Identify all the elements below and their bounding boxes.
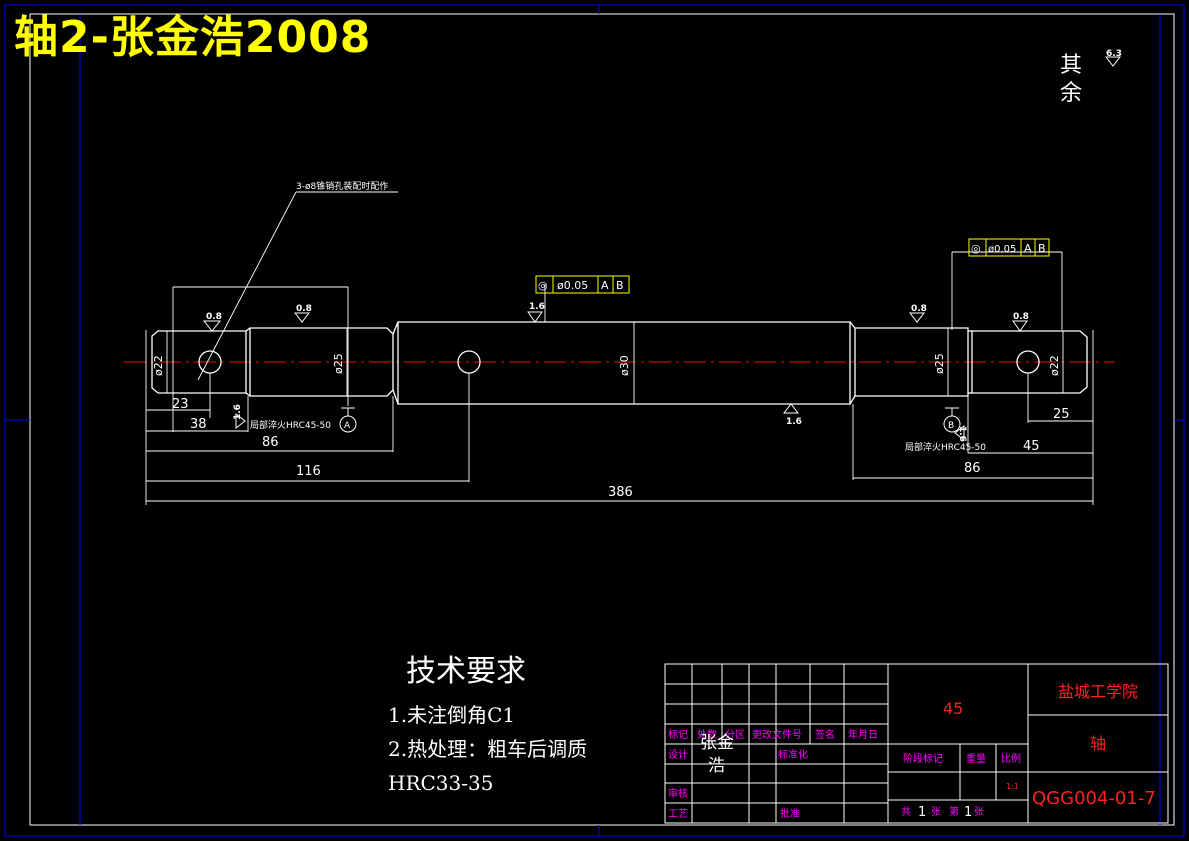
roughness-value-1: 0.8	[206, 312, 222, 322]
tb-label-approve: 批准	[780, 807, 800, 820]
tb-label-mark: 标记	[668, 729, 688, 741]
tb-label-signature: 签名	[815, 728, 835, 741]
hardening-note-left: 局部淬火HRC45-50	[250, 419, 331, 431]
tb-designer-line-2: 浩	[708, 756, 725, 776]
outer-frame	[4, 4, 1185, 837]
tb-scale-value: 1:1	[1006, 782, 1019, 791]
tb-sheets-unit: 张	[931, 806, 941, 818]
roughness-symbols	[202, 56, 1122, 442]
tb-sheets-current-prefix: 第	[949, 805, 959, 818]
dimension-45: 45	[1023, 439, 1040, 454]
technical-requirements-heading: 技术要求	[406, 654, 526, 689]
tb-label-date: 年月日	[848, 728, 878, 741]
tb-label-change-doc: 更改文件号	[752, 728, 802, 741]
tb-designer-line-1: 张金	[700, 733, 734, 753]
tb-sheets-total: 1	[918, 805, 926, 820]
dimension-116: 116	[296, 464, 321, 479]
requirement-item-3: HRC33-35	[388, 771, 494, 795]
dimension-25: 25	[1053, 407, 1070, 422]
drawing-title: 轴2-张金浩2008	[14, 12, 372, 63]
datum-a-circle	[339, 415, 357, 433]
roughness-value-5: 0.8	[1013, 312, 1029, 322]
diameter-label-3: ø30	[618, 355, 631, 376]
roughness-value-6: 1.6	[786, 417, 802, 427]
tb-sheets-current-unit: 张	[974, 806, 984, 818]
datum-symbols	[339, 407, 961, 433]
dimension-lines	[145, 191, 1094, 505]
tb-label-weight: 重量	[966, 752, 986, 765]
tolerance-right-symbol: ◎	[971, 242, 981, 255]
roughness-value-2: 0.8	[296, 304, 312, 314]
roughness-value-4: 0.8	[911, 304, 927, 314]
tb-label-design: 设计	[668, 748, 688, 761]
roughness-value-3: 1.6	[529, 302, 545, 312]
tolerance-left-datum-a: A	[601, 279, 609, 292]
tb-material: 45	[943, 699, 963, 718]
tb-label-scale: 比例	[1001, 752, 1021, 765]
tb-label-zone: 分区	[725, 729, 745, 741]
tb-drawing-number: QGG004-01-7	[1032, 788, 1156, 809]
hardening-note-right: 局部淬火HRC45-50	[905, 441, 986, 453]
roughness-value-8: 1.6	[957, 426, 967, 442]
diameter-label-5: ø22	[1048, 355, 1061, 376]
shaft-outline	[151, 321, 1088, 405]
dimension-386: 386	[608, 485, 633, 500]
datum-b-circle	[943, 415, 961, 433]
diameter-label-4: ø25	[933, 353, 946, 374]
tb-sheets-current: 1	[964, 805, 972, 820]
tolerance-frame-right	[968, 238, 1050, 257]
tb-part-name: 轴	[1090, 734, 1106, 753]
roughness-default-value: 6.3	[1106, 49, 1122, 59]
requirement-item-1: 1.未注倒角C1	[388, 703, 516, 727]
pin-hole-note: 3-ø8锥销孔装配时配作	[296, 180, 388, 192]
datum-b-label: B	[948, 421, 954, 431]
roughness-default-label: 其余	[1060, 53, 1083, 106]
tb-sheets-total-prefix: 共	[901, 806, 911, 818]
technical-requirements: 技术要求 1.未注倒角C1 2.热处理：粗车后调质 HRC33-35	[388, 646, 587, 800]
tb-label-review: 审核	[668, 787, 688, 800]
tolerance-left-symbol: ◎	[538, 279, 548, 292]
roughness-value-7: 1.6	[233, 404, 243, 420]
title-block-grid	[664, 663, 1169, 824]
tolerance-right-value: ø0.05	[988, 244, 1016, 255]
diameter-label-2: ø25	[332, 353, 345, 374]
tolerance-left-datum-b: B	[616, 279, 624, 292]
diameter-label-1: ø22	[152, 355, 165, 376]
dimension-86-right: 86	[964, 461, 981, 476]
requirement-item-2: 2.热处理：粗车后调质	[388, 737, 588, 761]
dimension-23: 23	[172, 397, 189, 412]
tb-label-standardization: 标准化	[778, 748, 808, 761]
tolerance-right-datum-b: B	[1038, 242, 1046, 255]
tb-label-stage-mark: 阶段标记	[903, 752, 943, 765]
tolerance-frame-left	[535, 275, 630, 294]
tb-school: 盐城工学院	[1058, 682, 1138, 701]
dimension-38: 38	[190, 417, 207, 432]
tb-label-process: 工艺	[668, 808, 688, 820]
tb-label-count: 处数	[697, 728, 717, 741]
tolerance-right-datum-a: A	[1024, 242, 1032, 255]
dimension-86-left: 86	[262, 435, 279, 450]
datum-a-label: A	[344, 421, 351, 431]
tolerance-left-value: ø0.05	[557, 279, 588, 292]
